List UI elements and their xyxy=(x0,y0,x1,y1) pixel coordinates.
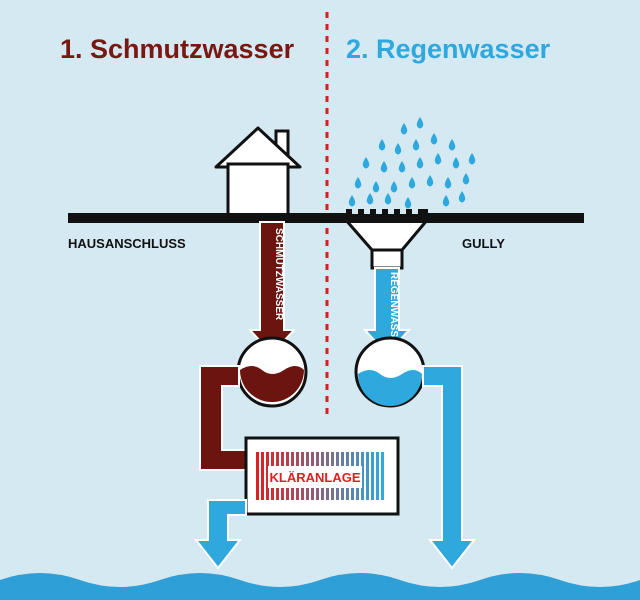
dirty-water-tank xyxy=(236,336,308,408)
rain-drop xyxy=(400,123,408,135)
rain-drop xyxy=(362,157,370,169)
ground-line xyxy=(68,209,584,223)
rain-drop xyxy=(462,173,470,185)
heading-rain-water: 2. Regenwasser xyxy=(346,34,551,64)
label-gully: GULLY xyxy=(462,236,505,251)
rain-water-tank xyxy=(354,336,426,408)
rain-drop xyxy=(458,191,466,203)
heading-dirty-water: 1. Schmutzwasser xyxy=(60,34,295,64)
rain-drops-icon xyxy=(348,117,476,251)
gully-funnel xyxy=(341,217,432,270)
rain-outflow-pipe xyxy=(422,365,477,570)
rain-drop xyxy=(372,181,380,193)
plant-stripe xyxy=(256,452,259,500)
label-klaeranlage: KLÄRANLAGE xyxy=(270,470,361,485)
rain-drop xyxy=(378,139,386,151)
rain-drop xyxy=(468,153,476,165)
wave-icon xyxy=(0,573,640,600)
plant-stripe xyxy=(371,452,374,500)
plant-stripe xyxy=(366,452,369,500)
treatment-plant: KLÄRANLAGE xyxy=(244,436,400,516)
pipe-label-dirty: SCHMUTZWASSER xyxy=(273,228,284,321)
house-icon xyxy=(214,126,302,218)
rain-drop xyxy=(412,139,420,151)
rain-drop xyxy=(426,175,434,187)
rain-drop xyxy=(380,161,388,173)
rain-drop xyxy=(384,193,392,205)
rain-drop xyxy=(442,195,450,207)
plant-stripe xyxy=(266,452,269,500)
rain-drop xyxy=(398,161,406,173)
rain-drop xyxy=(452,157,460,169)
pipe-label-rain: REGENWASSER xyxy=(388,272,399,352)
rain-drop xyxy=(390,181,398,193)
plant-stripe xyxy=(361,452,364,500)
rain-drop xyxy=(416,157,424,169)
plant-stripe xyxy=(261,452,264,500)
rain-drop xyxy=(354,177,362,189)
plant-stripe xyxy=(376,452,379,500)
dirty-water-pipe: SCHMUTZWASSER xyxy=(247,221,297,356)
plant-stripe xyxy=(381,452,384,500)
rain-drop xyxy=(404,197,412,209)
rain-drop xyxy=(448,139,456,151)
rain-drop xyxy=(434,153,442,165)
rain-drop xyxy=(430,133,438,145)
rain-drop xyxy=(444,177,452,189)
rain-drop xyxy=(348,195,356,207)
rain-drop xyxy=(416,117,424,129)
label-hausanschluss: HAUSANSCHLUSS xyxy=(68,236,186,251)
rain-drop xyxy=(394,143,402,155)
treated-water-pipe xyxy=(193,499,247,570)
rain-drop xyxy=(366,193,374,205)
rain-drop xyxy=(408,177,416,189)
